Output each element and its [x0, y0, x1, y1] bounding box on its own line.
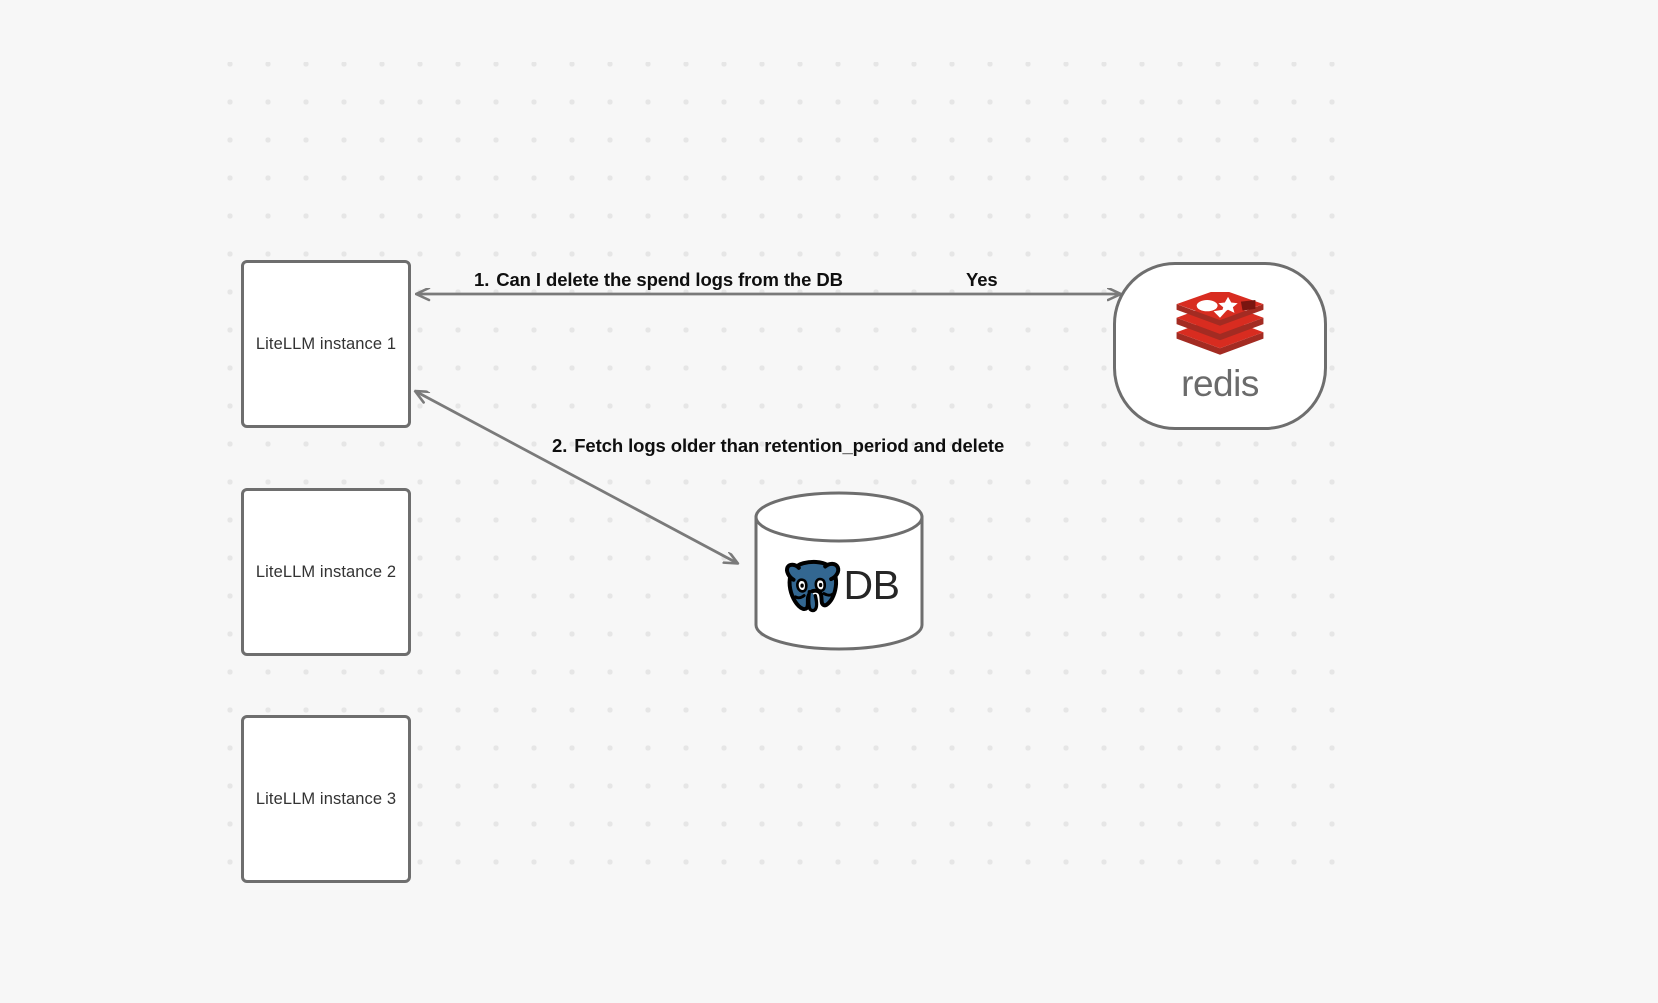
- node-database[interactable]: DB: [753, 490, 925, 652]
- svg-text:redis: redis: [1181, 367, 1259, 403]
- edge-label-step-2: 2. Fetch logs older than retention_period…: [552, 435, 1004, 457]
- edge-label-step-1: 1. Can I delete the spend logs from the D…: [474, 269, 843, 291]
- edge-instance1-database: [415, 391, 737, 563]
- grid-mask-left: [0, 0, 206, 1003]
- edge-label-reply-yes: Yes: [966, 269, 998, 290]
- node-litellm-instance-3[interactable]: LiteLLM instance 3: [241, 715, 411, 883]
- postgresql-elephant-icon: [784, 559, 840, 613]
- node-label: LiteLLM instance 3: [255, 789, 397, 808]
- node-litellm-instance-1[interactable]: LiteLLM instance 1: [241, 260, 411, 428]
- edge-step-number: 1.: [474, 269, 490, 290]
- node-litellm-instance-2[interactable]: LiteLLM instance 2: [241, 488, 411, 656]
- cylinder-shape: [754, 491, 924, 651]
- node-label: LiteLLM instance 2: [255, 562, 397, 581]
- node-label: LiteLLM instance 1: [255, 334, 397, 353]
- node-redis[interactable]: redis: [1113, 262, 1327, 430]
- edge-step-number: 2.: [552, 435, 568, 456]
- database-label: DB: [843, 561, 900, 608]
- grid-mask-right: [1344, 0, 1658, 1003]
- edge-label-text: Can I delete the spend logs from the DB: [496, 269, 843, 290]
- redis-wordmark: redis: [1181, 367, 1259, 403]
- redis-logo-icon: [1176, 291, 1264, 355]
- grid-mask-bottom: [0, 888, 1658, 1003]
- edge-label-text: Fetch logs older than retention_period a…: [574, 435, 1005, 456]
